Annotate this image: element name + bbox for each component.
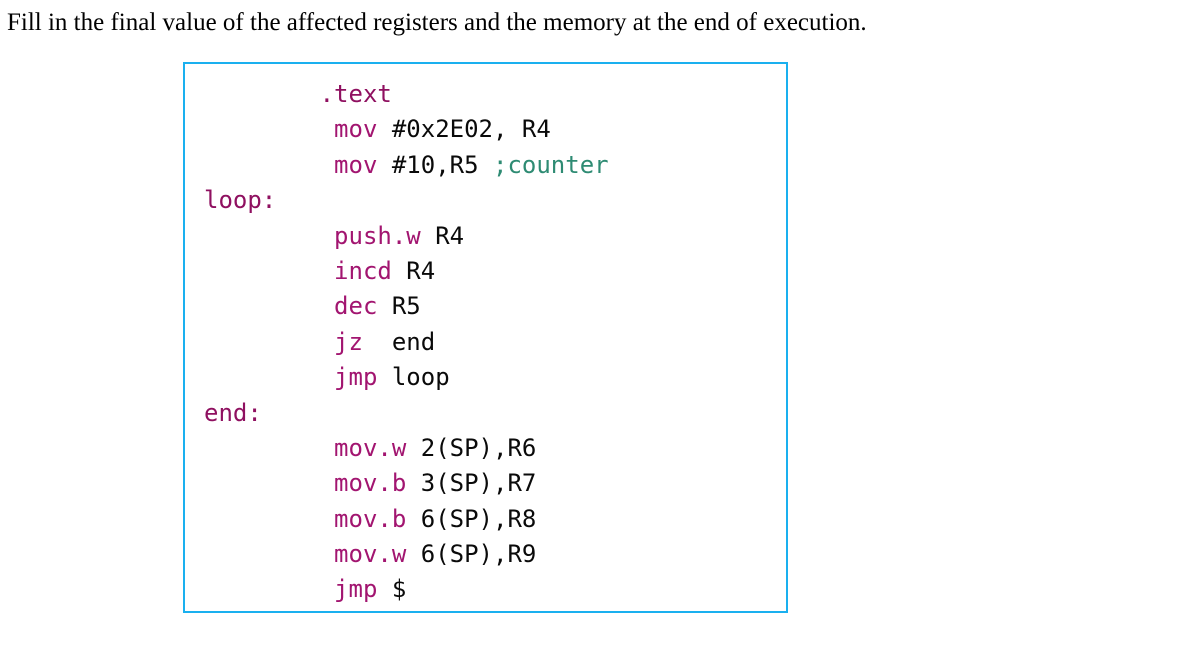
code-line: mov.b 3(SP),R7 (204, 466, 609, 501)
code-indent (204, 222, 334, 250)
code-mnemonic: dec (334, 292, 378, 321)
code-label: loop: (204, 186, 277, 215)
code-directive: .text (319, 80, 392, 108)
code-indent (204, 363, 334, 391)
code-line: mov.w 2(SP),R6 (204, 431, 609, 466)
code-indent (204, 434, 334, 462)
code-line: incd R4 (204, 254, 609, 289)
code-indent (204, 469, 334, 497)
code-indent (204, 505, 334, 533)
code-comment: ;counter (493, 150, 609, 179)
code-operand: #0x2E02, R4 (377, 115, 551, 144)
code-line: .text (204, 77, 609, 112)
code-indent (204, 575, 334, 603)
code-line: dec R5 (204, 289, 609, 324)
code-mnemonic: mov.b (334, 469, 407, 498)
code-operand: end (362, 327, 436, 356)
code-indent (204, 151, 334, 179)
code-line: mov.w 6(SP),R9 (204, 537, 609, 572)
code-line: mov #10,R5 ;counter (204, 148, 609, 183)
code-operand: loop (377, 363, 450, 392)
code-operand: 6(SP),R9 (406, 540, 537, 569)
code-label: end: (204, 398, 262, 427)
code-indent (204, 80, 320, 108)
code-line: mov #0x2E02, R4 (204, 112, 609, 147)
code-operand: 6(SP),R8 (406, 504, 537, 533)
code-indent (204, 115, 334, 143)
code-mnemonic: mov.w (334, 540, 407, 569)
code-line: jmp $ (204, 572, 609, 607)
code-operand: R5 (377, 292, 421, 321)
code-mnemonic: push.w (334, 221, 421, 250)
code-mnemonic: incd (334, 256, 392, 285)
page-title: Fill in the final value of the affected … (7, 9, 867, 36)
code-operand: #10,R5 (377, 150, 493, 179)
code-block-card: .text mov #0x2E02, R4 mov #10,R5 ;counte… (183, 62, 788, 613)
code-mnemonic: jmp (334, 575, 378, 604)
code-operand: 2(SP),R6 (406, 433, 537, 462)
code-indent (204, 292, 334, 320)
code-operand: 3(SP),R7 (406, 469, 537, 498)
code-line: end: (204, 396, 609, 431)
assembly-code-listing: .text mov #0x2E02, R4 mov #10,R5 ;counte… (204, 77, 609, 608)
code-line: loop: (204, 183, 609, 218)
code-mnemonic: mov (334, 115, 378, 144)
code-line: jmp loop (204, 360, 609, 395)
code-mnemonic: jmp (334, 363, 378, 392)
code-mnemonic: mov (334, 150, 378, 179)
code-line: mov.b 6(SP),R8 (204, 502, 609, 537)
code-line: jz end (204, 325, 609, 360)
code-operand: R4 (420, 221, 465, 250)
code-indent (204, 257, 334, 285)
code-mnemonic: mov.b (334, 504, 407, 533)
code-mnemonic: mov.w (334, 433, 407, 462)
code-operand: $ (377, 575, 407, 604)
code-indent (204, 540, 334, 568)
code-indent (204, 328, 334, 356)
code-mnemonic: jz (334, 327, 363, 356)
code-line: push.w R4 (204, 219, 609, 254)
code-operand: R4 (391, 256, 436, 285)
